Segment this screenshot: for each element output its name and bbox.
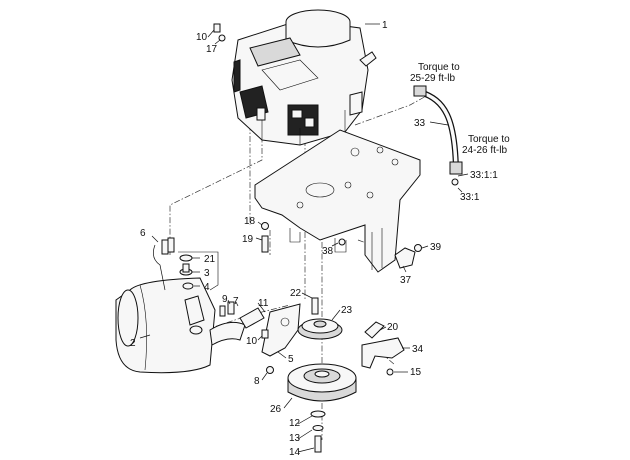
callout-nut-38: 38 bbox=[322, 246, 334, 257]
callout-bolt-14: 14 bbox=[289, 447, 301, 458]
torque-notes: Torque to 25-29 ft-lb Torque to 24-26 ft… bbox=[410, 62, 510, 156]
callout-spring-20: 20 bbox=[387, 322, 399, 333]
callout-labels: 1 2 3 4 5 6 7 8 9 10 10 11 12 13 14 15 1… bbox=[130, 20, 498, 458]
torque-note-top-line1: Torque to bbox=[418, 62, 460, 73]
clutch-bracket bbox=[361, 321, 405, 376]
callout-nut-39: 39 bbox=[430, 242, 442, 253]
muffler-bracket bbox=[219, 301, 301, 374]
engine-bolt bbox=[213, 23, 226, 42]
callout-bracket-11: 11 bbox=[258, 298, 269, 309]
callout-bracket-5: 5 bbox=[288, 354, 294, 365]
pulley-stack bbox=[287, 297, 357, 453]
callout-bolt-9: 9 bbox=[222, 294, 228, 305]
callout-nut-18: 18 bbox=[244, 216, 256, 227]
frame-plate bbox=[254, 129, 421, 273]
torque-note-mid-line1: Torque to bbox=[468, 134, 510, 145]
callout-gasket-21: 21 bbox=[204, 254, 216, 265]
callout-clutch-26: 26 bbox=[270, 404, 282, 415]
fuel-hose bbox=[413, 85, 463, 186]
callout-heat-shield: 6 bbox=[140, 228, 146, 239]
callout-fitting-33-1-1: 33:1:1 bbox=[470, 170, 498, 181]
callout-exhaust-nut: 4 bbox=[204, 282, 210, 293]
engine bbox=[231, 9, 377, 146]
callout-engine-bolt-10: 10 bbox=[196, 32, 208, 43]
callout-key-22: 22 bbox=[290, 288, 302, 299]
callout-muffler: 2 bbox=[130, 338, 136, 349]
callout-bracket-bolt-10: 10 bbox=[246, 336, 258, 347]
exhaust-hardware bbox=[153, 237, 219, 291]
callout-bolt-8: 8 bbox=[254, 376, 260, 387]
leader-lines bbox=[139, 23, 469, 453]
callout-idler-37: 37 bbox=[400, 275, 412, 286]
torque-note-top-line2: 25-29 ft-lb bbox=[410, 73, 455, 84]
callout-bracket-34: 34 bbox=[412, 344, 424, 355]
callout-fuel-hose-33: 33 bbox=[414, 118, 426, 129]
frame-bolts bbox=[261, 222, 269, 253]
callout-washer-17: 17 bbox=[206, 44, 218, 55]
callout-washer-12: 12 bbox=[289, 418, 301, 429]
callout-gasket: 3 bbox=[204, 268, 210, 279]
callout-bolt-19: 19 bbox=[242, 234, 254, 245]
idler-bracket bbox=[394, 244, 422, 269]
callout-pulley-23: 23 bbox=[341, 305, 353, 316]
callout-fitting-33-1: 33:1 bbox=[460, 192, 480, 203]
callout-washer-13: 13 bbox=[289, 433, 301, 444]
callout-bolt-7: 7 bbox=[233, 296, 239, 307]
callout-bolt-15: 15 bbox=[410, 367, 422, 378]
callout-engine: 1 bbox=[382, 20, 388, 31]
torque-note-mid-line2: 24-26 ft-lb bbox=[462, 145, 507, 156]
muffler bbox=[115, 277, 265, 374]
